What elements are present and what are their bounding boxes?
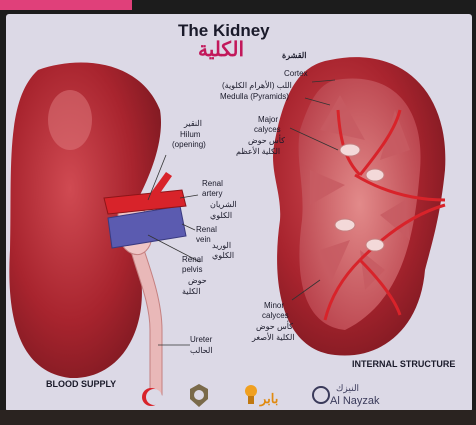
renal-artery-label-ar2: الكلوي (210, 212, 232, 220)
major-calyces-label-ar: كأس حوض (248, 137, 285, 145)
nayzak-english-text: Al Nayzak (330, 396, 380, 407)
renal-pelvis-label-ar2: الكلية (182, 288, 200, 296)
renal-vein-label-en2: vein (196, 236, 211, 244)
minor-calyces-label-en: Minor (264, 302, 284, 310)
blood-supply-caption: BLOOD SUPPLY (46, 380, 116, 389)
title-arabic: الكلية (198, 40, 244, 60)
ureter-label-en: Ureter (190, 336, 212, 344)
ureter-label-ar: الحالب (190, 347, 213, 355)
internal-structure-caption: INTERNAL STRUCTURE (352, 360, 455, 369)
minor-calyces-label-ar: كأس حوض (256, 323, 293, 331)
renal-artery-label-ar: الشريان (210, 201, 237, 209)
hilum-sub-label: (opening) (172, 141, 206, 149)
hilum-label-en: Hilum (180, 131, 200, 139)
medulla-label-ar: اللب (الأهرام الكلوية) (222, 82, 292, 90)
title-english: The Kidney (178, 22, 270, 39)
nayzak-logo-icon (312, 384, 330, 406)
lightbulb-icon (244, 384, 258, 406)
medulla-label-en: Medulla (Pyramids) (220, 93, 289, 101)
crescent-logo-icon (140, 386, 162, 408)
cortex-label-en: Cortex (284, 70, 308, 78)
nayzak-arabic-text: النيزك (336, 384, 359, 393)
cortex-label-ar: القشرة (282, 52, 306, 60)
major-calyces-label-en2: calyces (254, 126, 281, 134)
renal-vein-label-ar: الوريد (212, 242, 231, 250)
renal-pelvis-label-en2: pelvis (182, 266, 202, 274)
renal-artery-label-en: Renal (202, 180, 223, 188)
kidney-highlight (48, 90, 92, 150)
hilum-label-ar: النقير (184, 120, 202, 128)
renal-vein-label-en: Renal (196, 226, 217, 234)
minor-calyces-label-ar2: الكلية الأصغر (252, 334, 295, 342)
minor-calyces-label-en2: calyces (262, 312, 289, 320)
renal-artery-label-en2: artery (202, 190, 222, 198)
major-calyces-label-en: Major (258, 116, 278, 124)
renal-pelvis-label-en: Renal (182, 256, 203, 264)
renal-vein-label-ar2: الكلوي (212, 252, 234, 260)
brand-logo-text: بابر (260, 392, 278, 405)
major-calyces-label-ar2: الكلية الأعظم (236, 148, 280, 156)
renal-pelvis-label-ar: حوض (188, 277, 207, 285)
emblem-logo-icon (188, 383, 210, 409)
